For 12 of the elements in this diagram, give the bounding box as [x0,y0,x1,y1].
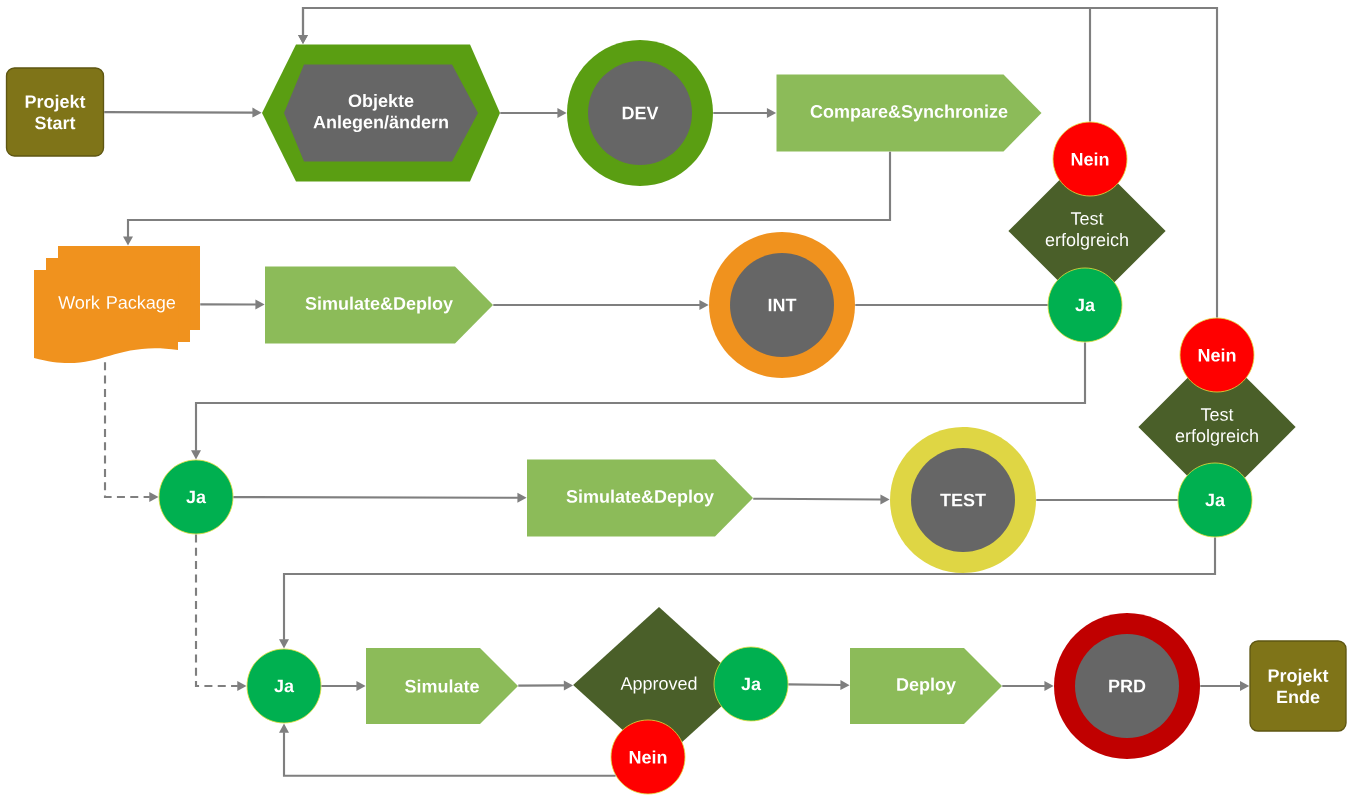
chevron-box: Compare&Synchronize [776,74,1042,152]
chevron-box: Simulate&Deploy [527,459,753,537]
connector-line [1036,498,1178,502]
terminal-box: Projekt Ende [1249,640,1347,732]
arrow [298,6,1219,318]
chevron-box: Deploy [850,648,1002,724]
chevron-box: Simulate&Deploy [265,266,493,344]
document-stack: Work Package [34,246,200,363]
chevron-box: Simulate [366,648,518,724]
hexagon: Objekte Anlegen/ändern [262,44,500,182]
terminal-box: Projekt Start [5,67,105,157]
connector-line [855,303,1048,307]
